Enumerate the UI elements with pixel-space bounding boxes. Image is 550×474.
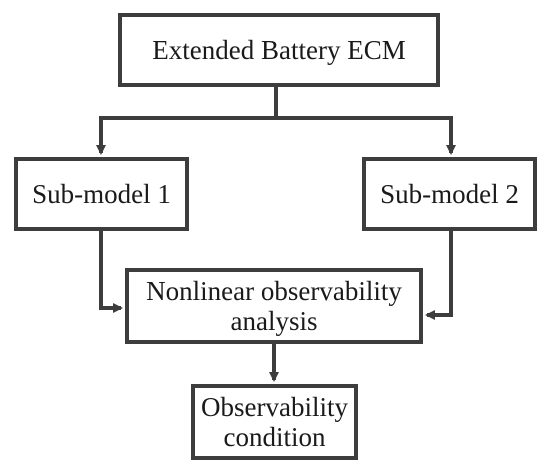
node-sub-model-2: Sub-model 2 [362, 157, 537, 231]
node-sub-model-1: Sub-model 1 [14, 157, 189, 231]
node-label-line-1: Nonlinear observability [146, 275, 402, 306]
node-label: Sub-model 1 [32, 178, 171, 209]
node-label-line-2: analysis [230, 306, 318, 336]
node-label-line-2: condition [223, 422, 326, 452]
node-label: Sub-model 2 [380, 178, 519, 209]
arrow-sub-model-1-to-analysis [99, 231, 123, 313]
node-observability-condition: Observability condition [191, 384, 358, 460]
node-label: Extended Battery ECM [152, 34, 406, 65]
node-nonlinear-observability-analysis: Nonlinear observability analysis [125, 268, 423, 344]
node-label-line-1: Observability [201, 391, 348, 422]
arrow-sub-model-2-to-analysis [425, 231, 453, 320]
node-extended-battery-ecm: Extended Battery ECM [118, 13, 440, 87]
